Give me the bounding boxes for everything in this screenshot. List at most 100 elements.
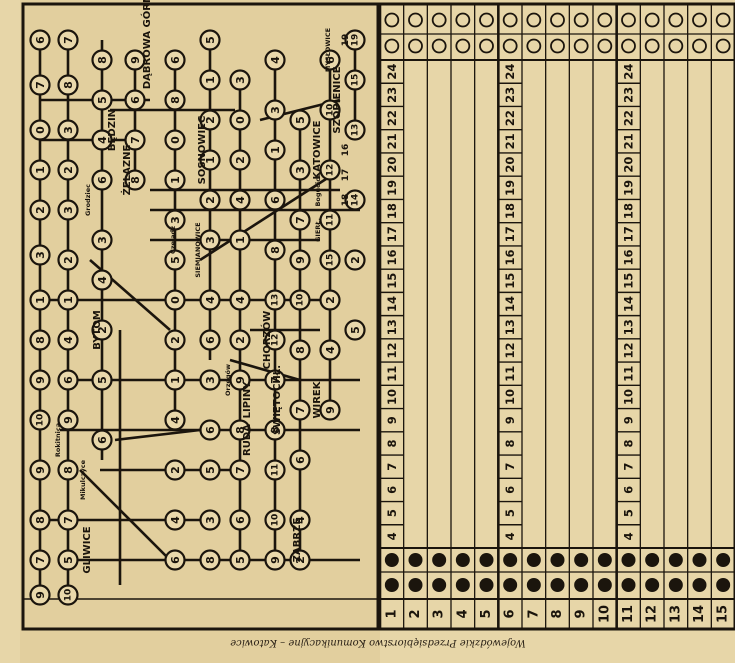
svg-text:6: 6 xyxy=(34,36,47,44)
station-marker: 8 xyxy=(31,331,50,350)
station-marker: 2 xyxy=(321,291,340,310)
station-marker: 8 xyxy=(201,551,220,570)
svg-text:3: 3 xyxy=(204,236,217,244)
row-number: 5 xyxy=(385,509,399,517)
svg-text:7: 7 xyxy=(62,516,75,524)
station-marker: 4 xyxy=(321,341,340,360)
station-marker: 1 xyxy=(266,141,285,160)
svg-text:11: 11 xyxy=(271,464,281,477)
place-label-orzegow: Orzegów xyxy=(224,364,232,396)
row-number: 9 xyxy=(385,416,399,424)
svg-text:9: 9 xyxy=(129,56,142,64)
svg-text:4: 4 xyxy=(204,296,217,304)
station-marker: 2 xyxy=(201,191,220,210)
svg-text:3: 3 xyxy=(204,376,217,384)
place-label-katowice: KATOWICE xyxy=(312,120,323,179)
row-number: 11 xyxy=(622,366,636,382)
station-marker: 9 xyxy=(266,551,285,570)
row-number: 18 xyxy=(503,203,517,219)
punch-dot-filled xyxy=(669,578,683,592)
punch-dot-filled xyxy=(598,578,612,592)
svg-text:9: 9 xyxy=(34,466,47,474)
punch-dot-filled xyxy=(645,553,659,567)
station-marker: 6 xyxy=(126,91,145,110)
station-marker: 3 xyxy=(59,121,78,140)
svg-text:0: 0 xyxy=(234,116,247,124)
column-label: 7 xyxy=(526,609,541,618)
svg-text:0: 0 xyxy=(169,136,182,144)
place-label-zelazna: ŻELAZNE xyxy=(119,145,133,196)
svg-text:7: 7 xyxy=(62,36,75,44)
station-marker: 2 xyxy=(31,201,50,220)
svg-text:1: 1 xyxy=(62,296,75,304)
row-number: 15 xyxy=(622,273,636,289)
punch-dot-filled xyxy=(551,553,565,567)
row-number: 21 xyxy=(622,133,636,149)
punch-dot-filled xyxy=(527,553,541,567)
svg-text:6: 6 xyxy=(96,436,109,444)
station-marker: 8 xyxy=(266,241,285,260)
punch-dot-filled xyxy=(574,553,588,567)
station-marker: 10 xyxy=(266,511,285,530)
row-number: 7 xyxy=(622,463,636,471)
place-label-myslowice: MYSŁOWICE xyxy=(324,28,332,72)
station-marker: 6 xyxy=(266,191,285,210)
punch-dot-filled xyxy=(503,553,517,567)
punch-dot-filled xyxy=(385,578,399,592)
row-number: 17 xyxy=(622,226,636,242)
svg-text:8: 8 xyxy=(34,336,47,344)
svg-text:11: 11 xyxy=(326,214,336,227)
station-marker: 6 xyxy=(166,551,185,570)
svg-text:10: 10 xyxy=(36,414,46,427)
row-number: 18 xyxy=(385,203,399,219)
station-marker: 8 xyxy=(93,51,112,70)
row-number: 8 xyxy=(622,439,636,447)
punch-dot-filled xyxy=(432,578,446,592)
svg-text:1: 1 xyxy=(169,376,182,384)
column-label: 15 xyxy=(716,605,731,623)
station-marker: 15 xyxy=(321,251,340,270)
place-label-swietochlowice: ŚWIĘTOCHŁ. xyxy=(270,365,283,435)
station-marker: 1 xyxy=(31,291,50,310)
station-marker: 4 xyxy=(93,271,112,290)
row-number: 14 xyxy=(622,296,636,312)
row-number: 4 xyxy=(503,532,517,540)
station-marker: 6 xyxy=(291,451,310,470)
svg-text:6: 6 xyxy=(234,516,247,524)
place-label-bedzin: BĘDZIN xyxy=(107,109,118,151)
station-marker: 13 xyxy=(346,121,365,140)
station-marker: 3 xyxy=(31,246,50,265)
row-number: 13 xyxy=(503,319,517,335)
svg-text:2: 2 xyxy=(234,156,247,164)
row-number: 12 xyxy=(385,342,399,358)
svg-text:4: 4 xyxy=(96,276,109,284)
punch-dot-filled xyxy=(456,578,470,592)
svg-text:13: 13 xyxy=(271,294,281,307)
station-marker: 3 xyxy=(231,71,250,90)
svg-text:4: 4 xyxy=(324,346,337,354)
svg-text:2: 2 xyxy=(204,196,217,204)
svg-text:3: 3 xyxy=(34,251,47,259)
place-label-czeladz: Czeladź xyxy=(169,226,177,254)
svg-text:6: 6 xyxy=(62,376,75,384)
station-marker: 5 xyxy=(201,31,220,50)
svg-text:3: 3 xyxy=(169,216,182,224)
svg-text:3: 3 xyxy=(234,76,247,84)
station-marker: 4 xyxy=(231,191,250,210)
row-number: 24 xyxy=(622,64,636,80)
station-marker: 7 xyxy=(31,551,50,570)
svg-text:0: 0 xyxy=(169,296,182,304)
column-label: 14 xyxy=(692,605,707,623)
svg-text:15: 15 xyxy=(351,74,361,87)
station-marker: 8 xyxy=(59,76,78,95)
station-marker: 8 xyxy=(59,461,78,480)
svg-text:8: 8 xyxy=(62,466,75,474)
row-number: 21 xyxy=(385,133,399,149)
row-number: 5 xyxy=(503,509,517,517)
place-label-lipiny: LIPINY xyxy=(242,381,253,419)
row-number: 19 xyxy=(503,180,517,196)
svg-text:8: 8 xyxy=(62,81,75,89)
station-marker: 2 xyxy=(166,331,185,350)
svg-text:5: 5 xyxy=(349,326,362,334)
station-marker: 9 xyxy=(31,461,50,480)
